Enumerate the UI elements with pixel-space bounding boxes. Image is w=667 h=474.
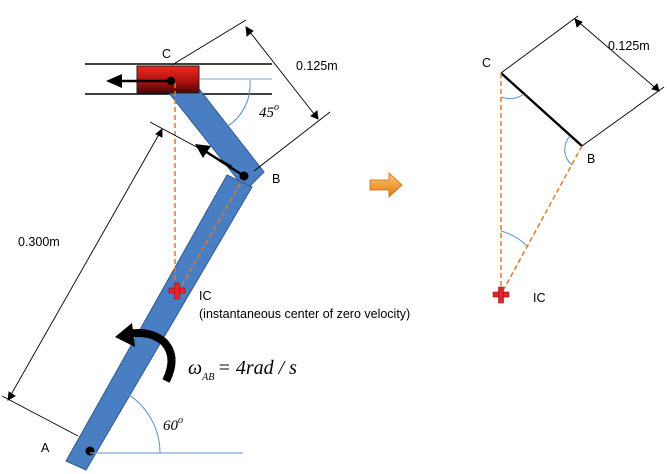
angle-arc-b-right	[564, 135, 573, 166]
dimension-bc	[171, 19, 331, 172]
ic-label: IC	[199, 289, 212, 303]
pin-a	[85, 446, 95, 456]
angle-label-45: 45o	[259, 102, 279, 121]
dimension-label-bc-right: 0.125m	[608, 39, 650, 53]
velocity-arrowhead-c	[106, 74, 122, 88]
left-figure: C B A 0.125m 0.300m IC (instantaneous ce…	[1, 19, 410, 471]
dimension-ab	[1, 121, 233, 437]
ic-marker	[168, 282, 186, 300]
point-label-c-right: C	[482, 56, 491, 70]
dashed-line-b-ic-right	[503, 145, 583, 290]
point-label-c: C	[162, 47, 171, 61]
dimension-bc-right	[500, 15, 665, 147]
transition-arrow-icon	[369, 172, 403, 198]
angle-label-60: 60o	[163, 415, 183, 434]
point-label-b-right: B	[587, 152, 595, 166]
angle-arc-ic-right	[500, 230, 528, 247]
dimension-label-ab: 0.300m	[18, 235, 60, 249]
angular-velocity-equation: ωAB= 4rad / s	[188, 357, 297, 383]
dimension-label-bc: 0.125m	[296, 59, 338, 73]
velocity-arrowhead-b	[195, 144, 211, 158]
right-figure: C B IC 0.125m	[482, 15, 665, 305]
link-ab	[65, 174, 253, 471]
ic-description: (instantaneous center of zero velocity)	[199, 307, 410, 321]
point-label-b: B	[272, 172, 280, 186]
angle-arc-c-right	[500, 93, 525, 100]
rotation-arrow-icon	[115, 323, 176, 383]
point-label-a: A	[41, 441, 50, 455]
dashed-line-b-ic	[177, 176, 245, 293]
angle-arc-60	[125, 392, 161, 454]
angle-arc-45	[227, 79, 251, 127]
ic-label-right: IC	[533, 291, 546, 305]
segment-bc	[500, 72, 583, 147]
ic-marker-right	[492, 286, 510, 304]
